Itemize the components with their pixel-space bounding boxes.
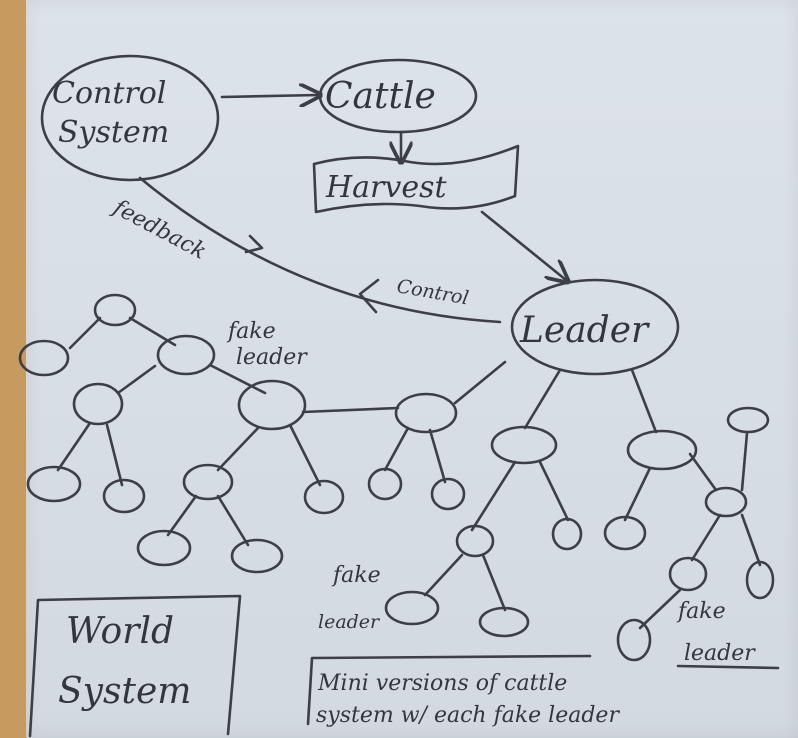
tree-node [745, 560, 775, 600]
tree-node [551, 517, 583, 551]
tree-node [303, 479, 345, 515]
fake-leader-bottom-right-line2: leader [684, 641, 756, 666]
control-edge-label: Control [395, 275, 470, 309]
tree-node [93, 293, 137, 327]
tree-node [394, 392, 458, 434]
tree-node [455, 524, 495, 558]
paper-sheet [26, 0, 798, 738]
world-system-line1: World [66, 611, 174, 652]
control-system-label-line2: System [58, 115, 169, 150]
world-system-box [28, 594, 242, 738]
tree-node [704, 486, 748, 518]
caption-line2: system w/ each fake leader [316, 703, 620, 728]
cattle-label: Cattle [325, 76, 436, 117]
tree-node [626, 429, 698, 471]
tree-node [668, 556, 708, 592]
tree-node [603, 515, 647, 551]
tree-node [136, 529, 192, 567]
tree-node [72, 382, 124, 426]
tree-node [478, 606, 530, 638]
control-system-label-line1: Control [52, 76, 166, 111]
left-tree [18, 293, 507, 574]
tree-node [616, 618, 652, 662]
fake-leader-top-line1: fake [226, 319, 276, 344]
tree-node [182, 463, 234, 501]
right-tree [384, 368, 775, 662]
fake-leader-bottom-left-line1: fake [331, 563, 381, 588]
fake-leader-bottom-left-line2: leader [318, 611, 381, 633]
feedback-label: feedback [107, 194, 210, 264]
tree-node [490, 425, 558, 465]
edge-control-to-cattle [220, 95, 318, 97]
harvest-label: Harvest [325, 170, 447, 205]
cattle-node [318, 58, 478, 134]
caption-bracket [306, 654, 592, 726]
tree-node [384, 590, 440, 626]
leader-node [510, 278, 680, 376]
fake-leader-underline [676, 664, 780, 670]
tree-node [156, 334, 216, 376]
tree-node [26, 465, 82, 503]
control-system-node [40, 54, 220, 182]
harvest-node [312, 144, 520, 214]
tree-node [726, 406, 770, 434]
fake-leader-bottom-right-line1: fake [676, 599, 726, 624]
leader-label: Leader [519, 310, 650, 351]
feedback-arrowhead [244, 234, 264, 254]
tree-node [430, 477, 466, 511]
tree-node [367, 467, 403, 501]
edge-harvest-to-leader [480, 210, 566, 280]
edge-control-leader-curve [138, 176, 502, 324]
tree-node [18, 339, 70, 377]
tree-node [237, 379, 307, 431]
tree-node [102, 478, 146, 514]
tree-node [230, 538, 284, 574]
fake-leader-top-line2: leader [236, 345, 308, 370]
world-system-line2: System [58, 671, 191, 712]
caption-line1: Mini versions of cattle [317, 671, 567, 696]
control-arrowhead [358, 278, 380, 314]
